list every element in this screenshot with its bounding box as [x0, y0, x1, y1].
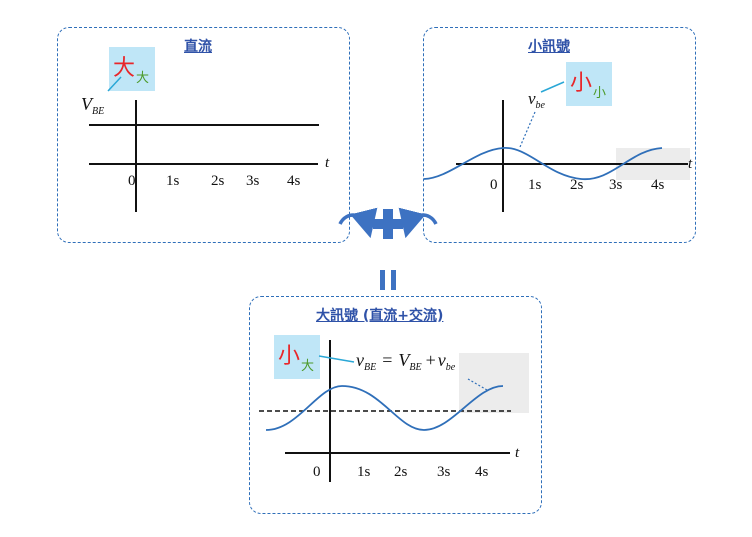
panel-small-title: 小訊號 [528, 39, 570, 55]
panel-large-title: 大訊號 (直流+交流) [316, 308, 444, 324]
equals-operator [380, 270, 396, 290]
equals-bar-right [391, 270, 396, 290]
small-tick-3s: 3s [609, 177, 623, 193]
tag-pointer-line [107, 76, 122, 92]
small-plot: vbe t 0 1s 2s 3s 4s [423, 81, 693, 212]
panel-large-tag: 小 大 [274, 335, 320, 379]
large-tick-2s: 2s [394, 464, 408, 480]
panel-small-tag-sub: 小 [593, 86, 607, 101]
small-signal-wave [423, 147, 663, 180]
panel-large-tag-sub: 大 [301, 359, 315, 374]
large-equation: vBE=VBE+vbe [356, 350, 456, 373]
small-tag-pointer [540, 81, 565, 93]
panel-large-tag-main: 小 [278, 344, 301, 369]
small-var-pointer [519, 111, 536, 148]
dc-tick-1s: 1s [166, 173, 180, 189]
small-tick-4s: 4s [651, 177, 665, 193]
panel-small-tag-main: 小 [570, 71, 593, 96]
plus-operator [338, 207, 438, 239]
small-tick-2s: 2s [570, 177, 584, 193]
plus-icon-vertical [383, 209, 393, 239]
large-plot: vBE=VBE+vbe t 0 1s 2s 3s 4s [259, 340, 529, 482]
equals-bar-left [380, 270, 385, 290]
panel-dc-tag: 大 大 [109, 47, 155, 91]
large-tick-3s: 3s [437, 464, 451, 480]
dc-axis-t: t [325, 155, 330, 171]
left-curved-arrow [338, 207, 378, 239]
large-signal-wave [265, 385, 504, 431]
small-tick-1s: 1s [528, 177, 542, 193]
dc-var-label: VBE [81, 94, 104, 117]
small-axis-t: t [688, 156, 693, 172]
panel-dc: 直流 大 大 [57, 27, 350, 243]
dc-tick-2s: 2s [211, 173, 225, 189]
small-var-label: vbe [528, 89, 546, 111]
dc-tick-0: 0 [128, 173, 136, 189]
large-axis-t: t [515, 445, 520, 461]
dc-tick-3s: 3s [246, 173, 260, 189]
dc-tick-4s: 4s [287, 173, 301, 189]
panel-dc-title: 直流 [184, 39, 212, 55]
panel-dc-tag-main: 大 [113, 56, 136, 81]
large-tick-1s: 1s [357, 464, 371, 480]
right-curved-arrow [398, 207, 438, 239]
large-tick-4s: 4s [475, 464, 489, 480]
panel-small-signal: 小訊號 小 小 [423, 27, 696, 243]
large-tag-pointer [318, 355, 355, 363]
dc-plot: VBE t 0 1s 2s 3s 4s [81, 76, 330, 212]
panel-small-tag: 小 小 [566, 62, 612, 106]
large-tick-0: 0 [313, 464, 321, 480]
panel-dc-tag-sub: 大 [136, 71, 150, 86]
small-tick-0: 0 [490, 177, 498, 193]
